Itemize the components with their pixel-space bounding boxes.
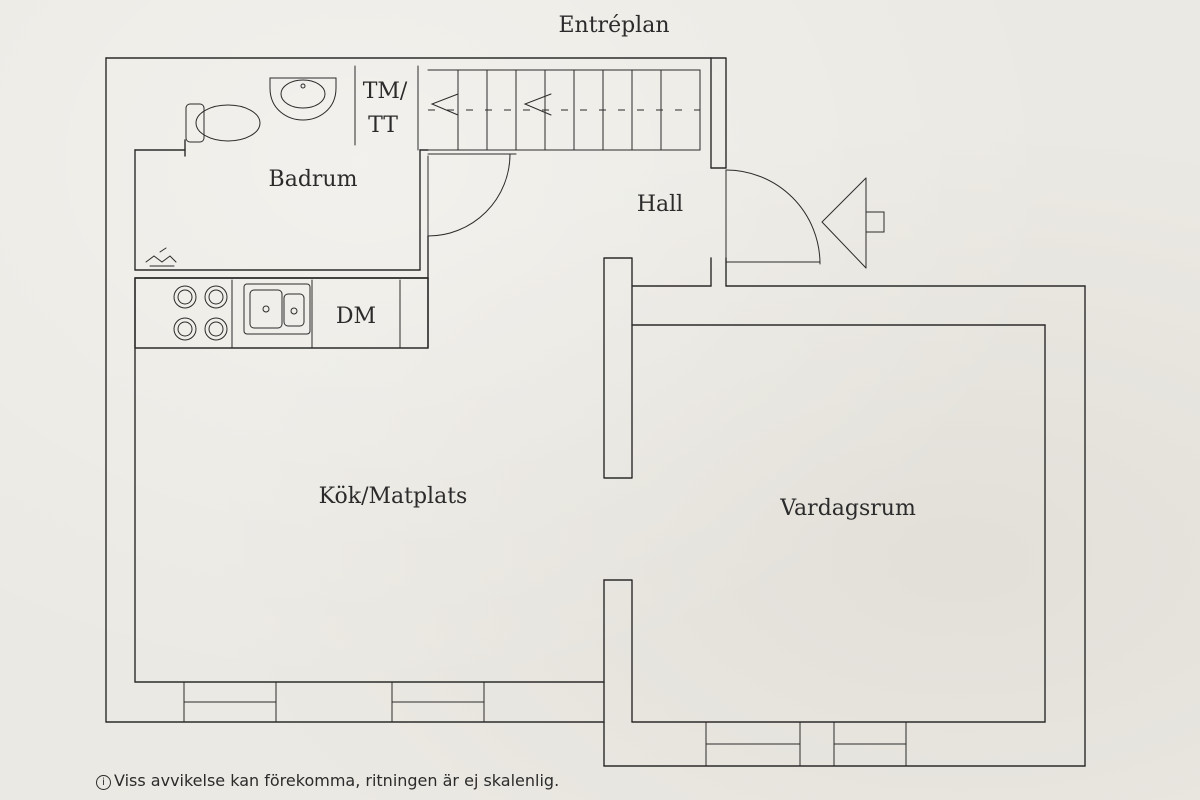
interior-walls [134,65,429,349]
room-label-bathroom: Badrum [269,167,358,192]
stair-arrow-right [523,93,552,116]
floor-title: Entréplan [558,13,669,38]
disclaimer-text: Viss avvikelse kan förekomma, ritningen … [114,771,560,790]
bathroom-door-swing [427,153,511,237]
staircase [427,69,701,151]
toilet-icon [185,103,261,143]
faucet-icon [145,247,177,267]
room-label-hall: Hall [637,192,683,217]
info-icon: i [96,775,111,790]
room-label-laundry-line1: TM/ [363,79,408,104]
outer-walls [105,57,1086,767]
room-label-laundry-line2: TT [368,113,398,138]
washbasin-icon [269,77,337,121]
windows [183,681,907,767]
stair-arrow-left [430,93,459,116]
doors [427,153,885,269]
room-label-dishwasher: DM [336,304,376,329]
entrance-arrow-icon [821,177,867,269]
stove-icon [173,285,228,341]
kitchen-sink-icon [243,283,311,335]
room-label-kitchen: Kök/Matplats [319,484,468,509]
entrance-door-swing [725,169,821,265]
room-label-living-room: Vardagsrum [779,496,916,521]
